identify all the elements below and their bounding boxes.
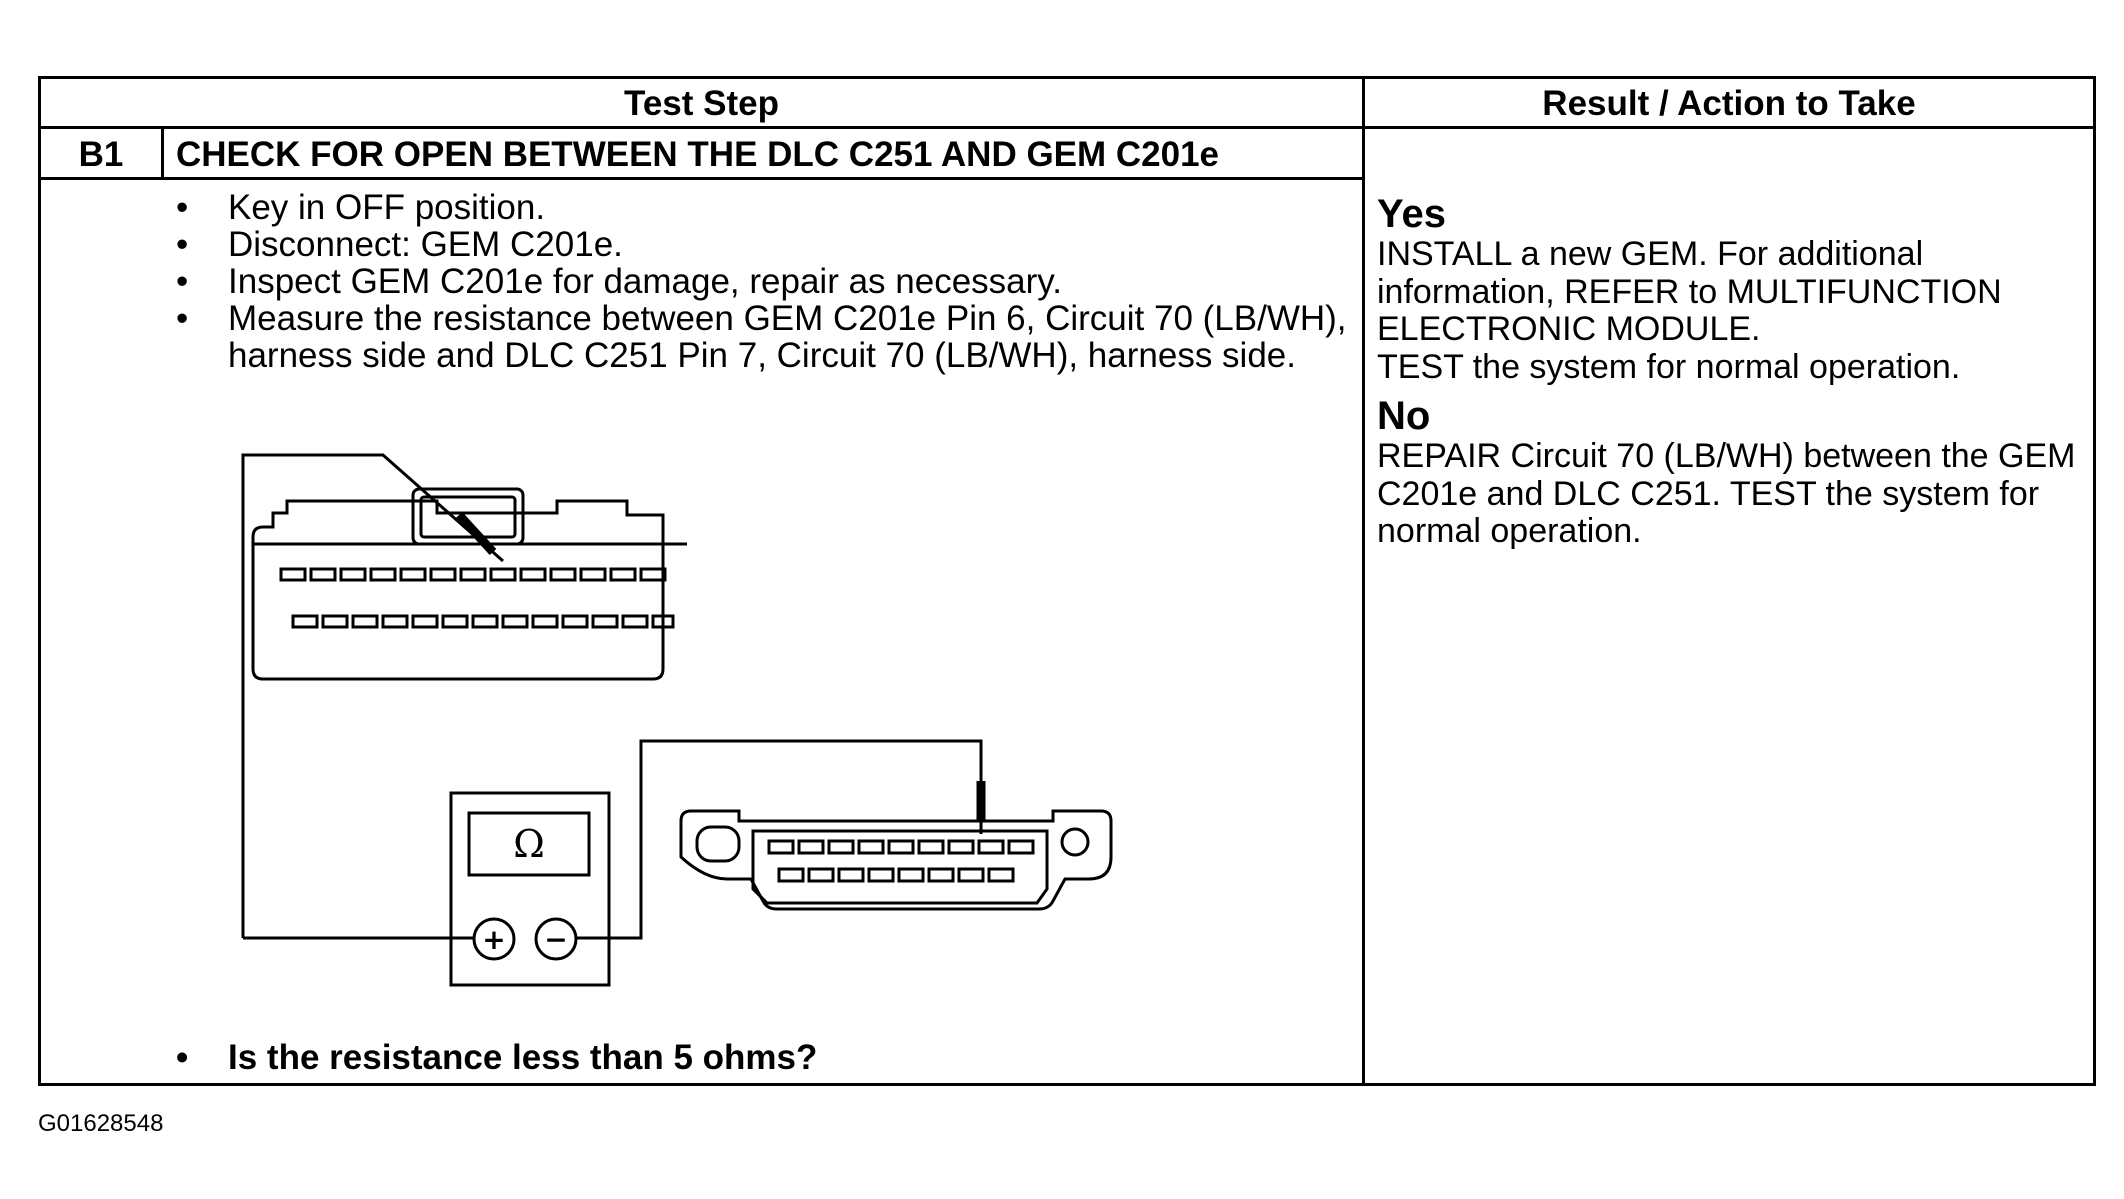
- instruction-item: Key in OFF position.: [176, 189, 1388, 226]
- dlc-pin-row-top: [767, 839, 1035, 855]
- step-id-divider: [161, 127, 164, 179]
- step-title: CHECK FOR OPEN BETWEEN THE DLC C251 AND …: [176, 135, 1220, 174]
- gem-c201e-connector: [251, 487, 687, 681]
- test-question: Is the resistance less than 5 ohms?: [176, 1039, 817, 1078]
- column-divider: [1362, 79, 1365, 1083]
- plus-terminal-label: +: [482, 923, 505, 956]
- result-panel: Yes INSTALL a new GEM. For additional in…: [1377, 184, 2087, 551]
- instruction-item: Measure the resistance between GEM C201e…: [176, 300, 1388, 374]
- header-result-action: Result / Action to Take: [1542, 84, 1916, 123]
- gem-pin-row-top: [279, 567, 667, 582]
- figure-id: G01628548: [38, 1110, 164, 1137]
- test-connection-diagram: Ω + −: [241, 453, 1113, 987]
- step-title-divider: [41, 177, 1363, 180]
- yes-test-action: TEST the system for normal operation.: [1377, 347, 1961, 386]
- instruction-list: Key in OFF position. Disconnect: GEM C20…: [176, 189, 1388, 374]
- instruction-item: Disconnect: GEM C201e.: [176, 226, 1388, 263]
- no-action: REPAIR Circuit 70 (LB/WH) between the GE…: [1377, 437, 2076, 550]
- minus-terminal-label: −: [544, 923, 567, 956]
- gem-pin-row-bottom: [291, 614, 675, 629]
- negative-lead: [576, 739, 983, 940]
- yes-action: INSTALL a new GEM. For additional inform…: [1377, 235, 2002, 348]
- dlc-pin-row-bottom: [777, 867, 1015, 883]
- ohm-symbol: Ω: [513, 822, 545, 866]
- header-test-step: Test Step: [624, 84, 779, 123]
- no-label: No: [1377, 394, 1431, 438]
- yes-label: Yes: [1377, 192, 1446, 236]
- ohmmeter: [449, 791, 611, 987]
- step-id: B1: [78, 135, 124, 174]
- instruction-item: Inspect GEM C201e for damage, repair as …: [176, 263, 1388, 300]
- diagnostic-table: Test Step Result / Action to Take B1 CHE…: [38, 76, 2096, 1086]
- header-divider: [41, 126, 2093, 129]
- gem-probe-lead: [241, 453, 504, 938]
- dlc-c251-connector: [679, 809, 1113, 911]
